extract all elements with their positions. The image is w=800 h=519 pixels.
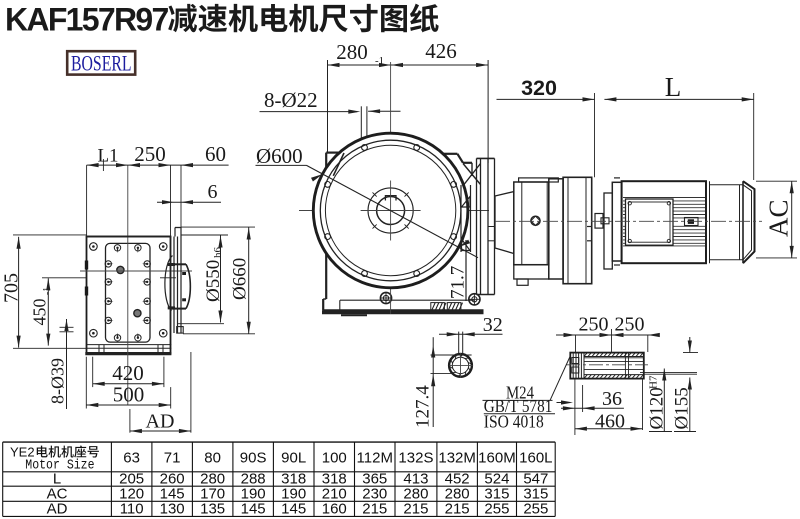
svg-text:450: 450	[30, 299, 50, 326]
svg-text:135: 135	[200, 501, 225, 518]
svg-text:315: 315	[484, 486, 509, 503]
svg-text:L: L	[665, 72, 682, 102]
svg-text:L: L	[53, 471, 61, 488]
svg-text:AD: AD	[146, 411, 175, 433]
svg-text:H7: H7	[648, 375, 660, 389]
svg-text:145: 145	[281, 501, 306, 518]
svg-text:AC: AC	[764, 200, 794, 238]
svg-text:426: 426	[425, 39, 457, 63]
svg-text:230: 230	[362, 486, 387, 503]
svg-text:36: 36	[602, 388, 622, 410]
svg-text:Motor Size: Motor Size	[25, 458, 94, 473]
svg-text:71.7: 71.7	[448, 266, 469, 299]
svg-text:190: 190	[281, 486, 306, 503]
svg-text:160M: 160M	[478, 449, 516, 466]
svg-text:452: 452	[445, 471, 470, 488]
svg-text:KAF157R97: KAF157R97	[5, 2, 168, 38]
svg-text:Ø550: Ø550	[203, 260, 224, 302]
svg-text:Ø155: Ø155	[672, 387, 693, 429]
svg-text:255: 255	[484, 501, 509, 518]
svg-text:AD: AD	[47, 501, 68, 518]
svg-text:-1: -1	[42, 287, 53, 295]
svg-text:132M: 132M	[438, 449, 476, 466]
svg-text:ISO 4018: ISO 4018	[484, 411, 544, 431]
svg-text:Ø600: Ø600	[256, 144, 303, 168]
svg-text:120: 120	[119, 486, 144, 503]
svg-text:8-Ø39: 8-Ø39	[48, 358, 68, 404]
svg-text:524: 524	[484, 471, 509, 488]
svg-text:6: 6	[208, 181, 218, 203]
svg-text:210: 210	[322, 486, 347, 503]
svg-text:L1: L1	[97, 146, 118, 167]
svg-text:h6: h6	[212, 247, 224, 259]
svg-text:8-Ø22: 8-Ø22	[264, 88, 318, 112]
svg-text:130: 130	[160, 501, 185, 518]
svg-text:365: 365	[362, 471, 387, 488]
svg-text:318: 318	[322, 471, 347, 488]
svg-text:100: 100	[322, 449, 347, 466]
svg-text:215: 215	[445, 501, 470, 518]
svg-text:160L: 160L	[519, 449, 552, 466]
svg-text:YE2: YE2	[10, 445, 35, 460]
svg-text:145: 145	[241, 501, 266, 518]
svg-text:260: 260	[160, 471, 185, 488]
svg-text:BOSERL: BOSERL	[71, 51, 132, 76]
svg-text:AC: AC	[47, 486, 68, 503]
svg-text:190: 190	[241, 486, 266, 503]
svg-text:M24: M24	[506, 383, 534, 403]
svg-text:80: 80	[204, 449, 221, 466]
svg-text:90L: 90L	[281, 449, 306, 466]
svg-text:318: 318	[281, 471, 306, 488]
svg-text:-1: -1	[375, 55, 384, 67]
svg-text:320: 320	[521, 76, 557, 100]
svg-text:215: 215	[403, 501, 428, 518]
svg-text:71: 71	[164, 449, 181, 466]
svg-text:250: 250	[134, 142, 166, 166]
svg-text:255: 255	[523, 501, 548, 518]
svg-text:145: 145	[160, 486, 185, 503]
svg-text:420: 420	[112, 361, 144, 385]
svg-text:32: 32	[483, 314, 503, 336]
svg-text:63: 63	[123, 449, 140, 466]
svg-text:170: 170	[200, 486, 225, 503]
svg-text:500: 500	[113, 382, 145, 406]
svg-text:90S: 90S	[240, 449, 267, 466]
svg-text:250: 250	[615, 314, 645, 336]
svg-text:280: 280	[336, 40, 368, 64]
svg-text:280: 280	[403, 486, 428, 503]
svg-text:250: 250	[579, 314, 609, 336]
svg-text:132S: 132S	[398, 449, 433, 466]
svg-text:460: 460	[595, 410, 625, 432]
svg-text:215: 215	[362, 501, 387, 518]
svg-text:Ø120: Ø120	[647, 387, 668, 429]
svg-text:110: 110	[120, 501, 144, 518]
svg-text:GB/T 5781: GB/T 5781	[484, 396, 553, 416]
svg-text:60: 60	[205, 142, 226, 166]
svg-text:Ø660: Ø660	[230, 258, 251, 300]
svg-text:280: 280	[445, 486, 470, 503]
svg-text:315: 315	[523, 486, 548, 503]
svg-text:127.4: 127.4	[413, 385, 434, 428]
svg-text:413: 413	[403, 471, 428, 488]
svg-text:288: 288	[241, 471, 266, 488]
svg-text:705: 705	[1, 273, 23, 303]
svg-text:547: 547	[523, 471, 548, 488]
svg-text:160: 160	[322, 501, 347, 518]
svg-text:112M: 112M	[357, 449, 393, 466]
svg-text:205: 205	[119, 471, 144, 488]
svg-text:280: 280	[200, 471, 225, 488]
